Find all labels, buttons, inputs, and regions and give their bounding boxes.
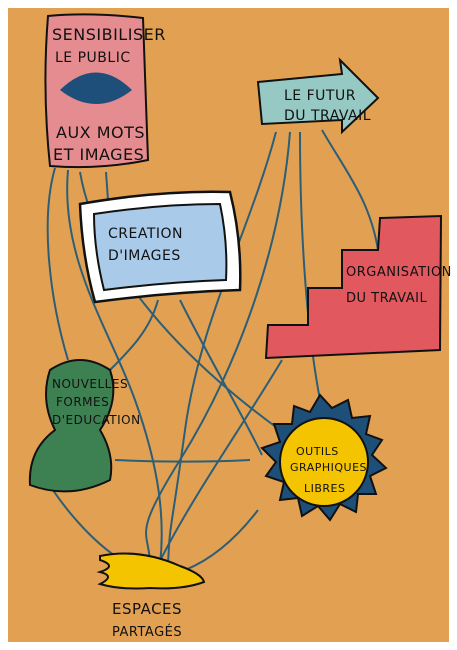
nouvelles-line2: FORMES <box>56 395 109 409</box>
eye-icon <box>60 72 132 104</box>
edge-outils-espaces <box>184 509 259 571</box>
sensibiliser-line2: LE PUBLIC <box>55 50 131 66</box>
nouvelles-line3: D'EDUCATION <box>52 413 141 427</box>
outils-line3: LIBRES <box>304 482 346 495</box>
organisation-line1: ORGANISATION <box>346 265 452 280</box>
node-futur: LE FUTUR DU TRAVAIL <box>256 57 380 135</box>
yellow-hand <box>96 552 206 590</box>
edge-futur-espaces-2 <box>145 131 291 566</box>
espaces-line2: PARTAGÉS <box>112 624 182 640</box>
edge-futur-organisation <box>321 129 379 251</box>
edge-sensibiliser-creation <box>105 171 109 201</box>
node-sensibiliser: SENSIBILISER LE PUBLIC AUX MOTS ET IMAGE… <box>44 13 166 169</box>
edge-futur-espaces-1 <box>167 131 277 566</box>
edge-sensibiliser-espaces <box>66 169 163 566</box>
edge-organisation-espaces <box>157 359 283 566</box>
yellow-center <box>279 417 369 507</box>
creation-line2: D'IMAGES <box>108 248 181 264</box>
outils-line2: GRAPHIQUES <box>290 461 367 474</box>
teal-arrow <box>256 57 380 135</box>
edge-creation-nouvelles <box>109 299 159 371</box>
node-outils: OUTILS GRAPHIQUES LIBRES <box>260 393 388 522</box>
sensibiliser-line4: ET IMAGES <box>53 145 144 164</box>
espaces-line1: ESPACES <box>112 600 182 618</box>
futur-line2: DU TRAVAIL <box>284 108 371 124</box>
node-nouvelles: NOUVELLES FORMES D'EDUCATION <box>28 359 141 493</box>
red-stairs <box>264 214 443 360</box>
node-creation: CREATION D'IMAGES <box>78 190 242 304</box>
sensibiliser-line3: AUX MOTS <box>56 123 145 142</box>
edge-creation-outils <box>179 299 263 456</box>
sensibiliser-line1: SENSIBILISER <box>52 25 166 44</box>
edge-sensibiliser-nouvelles <box>46 167 69 361</box>
node-organisation: ORGANISATION DU TRAVAIL <box>264 214 452 360</box>
node-espaces: ESPACES PARTAGÉS <box>96 552 206 640</box>
green-blob <box>28 359 115 493</box>
outils-line1: OUTILS <box>296 445 339 458</box>
futur-line1: LE FUTUR <box>284 88 356 104</box>
edge-nouvelles-outils <box>114 459 251 463</box>
screen-display <box>92 202 228 292</box>
creation-line1: CREATION <box>108 226 183 242</box>
nouvelles-line1: NOUVELLES <box>52 377 128 391</box>
edge-futur-outils <box>299 131 321 401</box>
organisation-line2: DU TRAVAIL <box>346 291 427 306</box>
